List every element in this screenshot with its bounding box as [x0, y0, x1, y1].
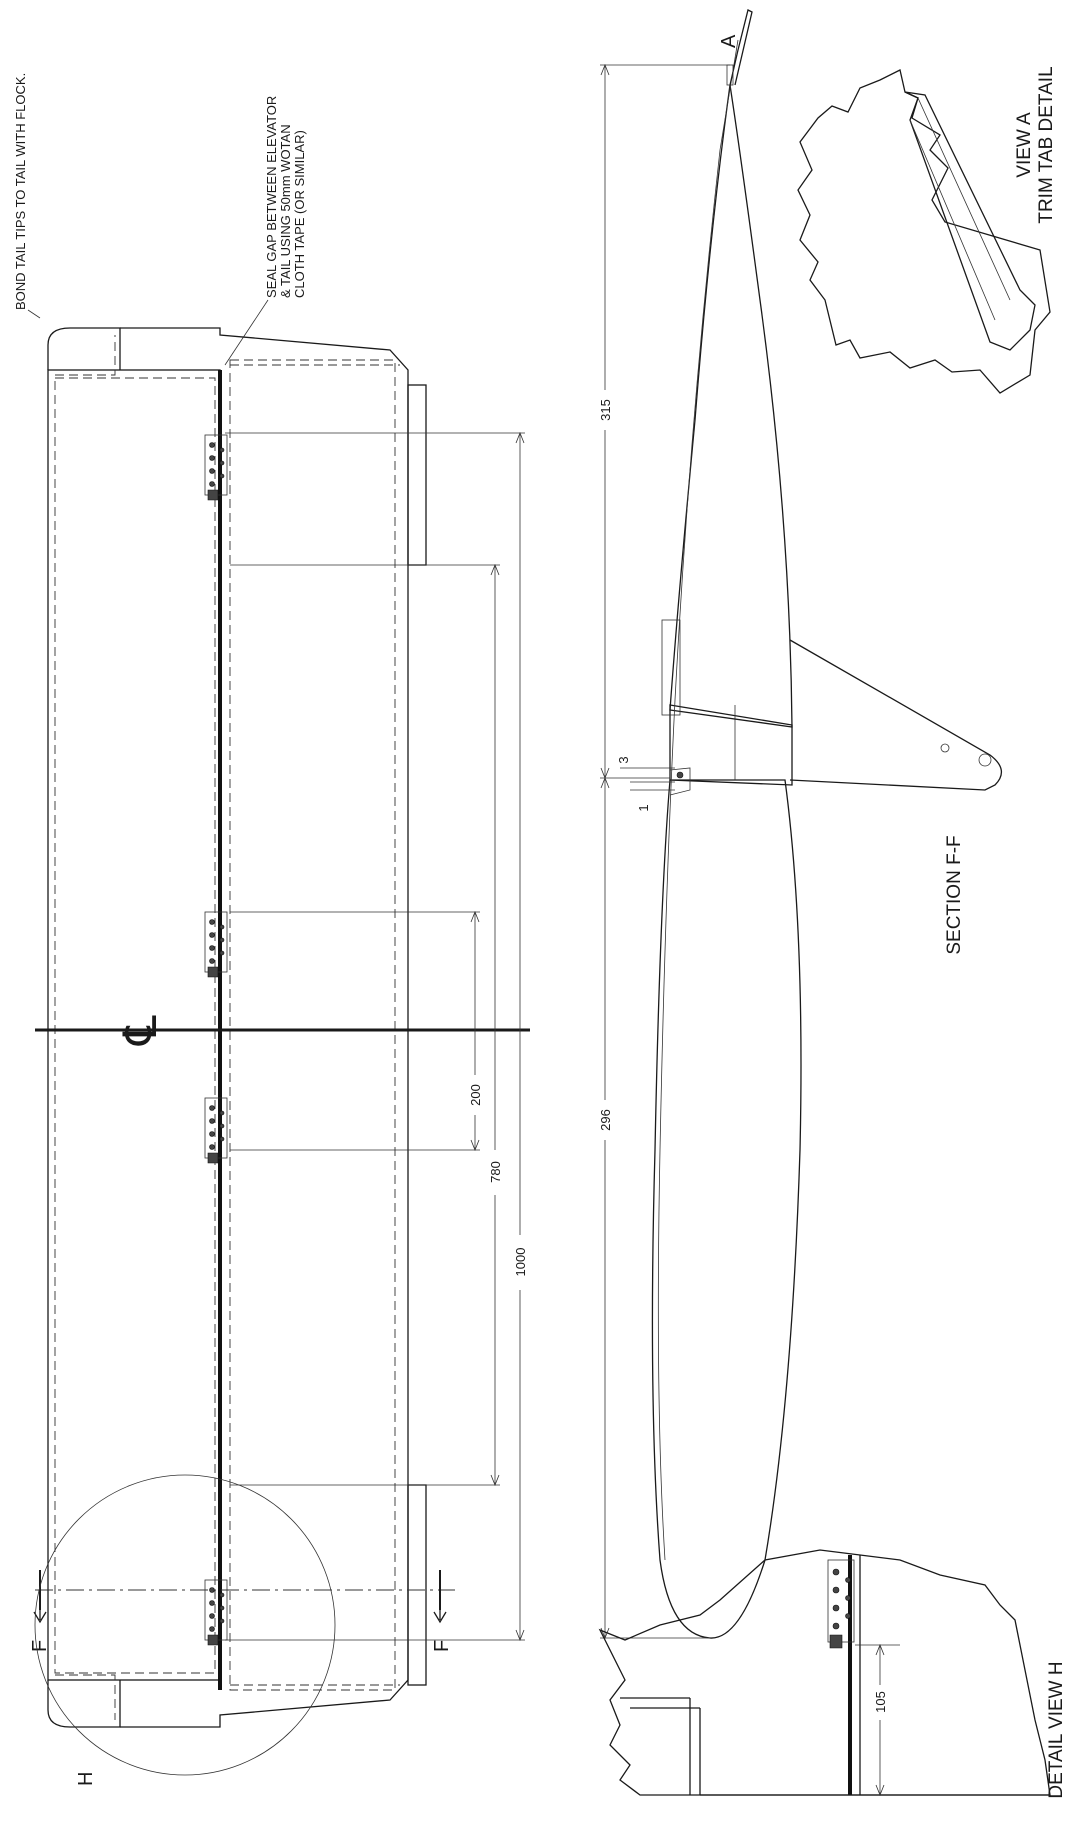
- section-cut-letter-right: F: [431, 1640, 453, 1652]
- note-bond-tail-tips-text: BOND TAIL TIPS TO TAIL WITH FLOCK.: [13, 73, 28, 310]
- hinge-group-4: [204, 1579, 228, 1646]
- note-seal-gap-line2: & TAIL USING 50mm WOTAN: [278, 124, 293, 298]
- tail-tip-bottom: [47, 1680, 121, 1728]
- trim-tab-top: [407, 384, 427, 566]
- centerline-symbol: ℄: [114, 1015, 166, 1046]
- airfoil-front: [651, 779, 802, 1639]
- note-seal-gap-line3: CLOTH TAPE (OR SIMILAR): [292, 130, 307, 298]
- stabilizer-internal-dashed: [54, 377, 216, 1674]
- hinge-group-3: [204, 1097, 228, 1164]
- trim-tab-bottom: [407, 1484, 427, 1686]
- section-cut-letter-left: F: [29, 1640, 51, 1652]
- tail-tip-top: [47, 327, 121, 370]
- section-f-f: 315 296 3 1 A SECTION F-F: [595, 9, 1002, 1640]
- view-a-title-line1: VIEW A: [1014, 112, 1035, 178]
- view-a-trim-tab: [904, 91, 1036, 351]
- dim-315: 315: [598, 399, 613, 421]
- view-a-trim-tab-detail: VIEW A TRIM TAB DETAIL: [797, 66, 1057, 394]
- dim-780: 780: [488, 1161, 503, 1183]
- detail-circle-h: [34, 1474, 336, 1776]
- note-bond-tail-tips: BOND TAIL TIPS TO TAIL WITH FLOCK.: [13, 73, 41, 319]
- note-seal-gap: SEAL GAP BETWEEN ELEVATOR & TAIL USING 5…: [224, 96, 307, 366]
- detail-view-h-title: DETAIL VIEW H: [1046, 1661, 1067, 1798]
- view-a-breakout: [797, 69, 1051, 394]
- detail-letter-h: H: [75, 1772, 97, 1786]
- airfoil-rear: [669, 84, 793, 728]
- tailplane-plan-view: ℄ F F H: [29, 327, 530, 1786]
- spar-box: [669, 704, 793, 786]
- note-seal-gap-line1: SEAL GAP BETWEEN ELEVATOR: [264, 96, 279, 298]
- elevator-internal-dashed: [229, 359, 396, 1691]
- dim-200: 200: [468, 1084, 483, 1106]
- airfoil-trim-tab: [729, 9, 753, 86]
- detail-view-h: 105 DETAIL VIEW H: [598, 1549, 1067, 1799]
- dim-105: 105: [873, 1691, 888, 1713]
- dim-1: 1: [636, 804, 651, 811]
- view-a-title-line2: TRIM TAB DETAIL: [1036, 66, 1057, 223]
- control-horn: [789, 639, 1002, 791]
- dim-3: 3: [616, 756, 631, 763]
- dim-1000: 1000: [513, 1248, 528, 1277]
- view-letter-a: A: [718, 34, 740, 48]
- detail-h-breakout: [598, 1549, 1051, 1796]
- hinge-group-1: [204, 434, 228, 501]
- plan-dimensions: 1000 780 200: [225, 431, 530, 1642]
- hinge-group-2: [204, 911, 228, 978]
- elevator-outline: [120, 327, 409, 1728]
- dim-296: 296: [598, 1109, 613, 1131]
- section-f-f-title: SECTION F-F: [944, 835, 965, 954]
